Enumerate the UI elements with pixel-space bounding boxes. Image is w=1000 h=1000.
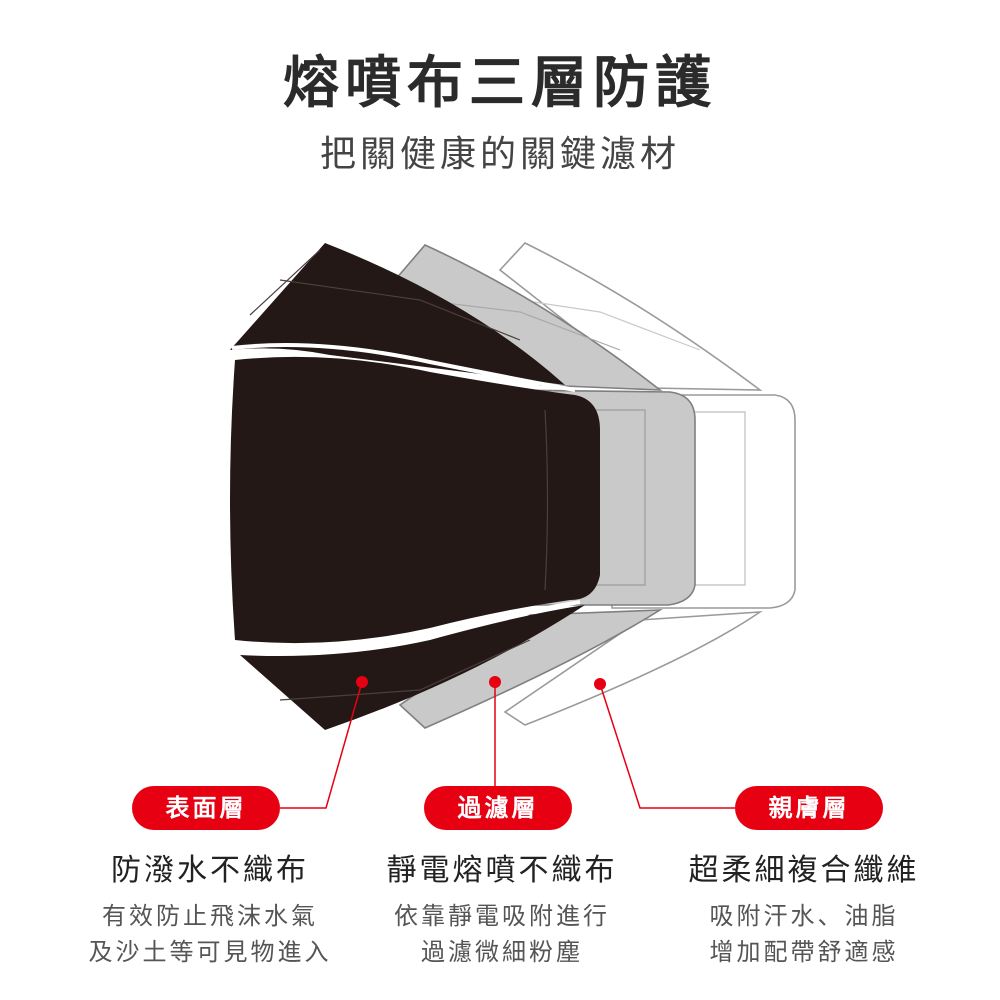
filter-layer-desc-line2: 過濾微細粉塵 xyxy=(421,938,583,966)
skin-layer-description: 吸附汗水、油脂 增加配帶舒適感 xyxy=(644,898,964,970)
skin-layer-heading: 超柔細複合纖維 xyxy=(688,853,920,888)
filter-layer-label: 過濾層 xyxy=(424,786,572,830)
leader-lines xyxy=(280,676,735,809)
outer-layer-desc-line2: 及沙土等可見物進入 xyxy=(88,938,332,966)
page-title: 熔噴布三層防護 xyxy=(283,51,717,116)
filter-layer-heading: 靜電熔噴不織布 xyxy=(386,853,618,888)
middle-layer-marker xyxy=(489,676,501,688)
filter-layer-desc-line1: 依靠靜電吸附進行 xyxy=(394,902,610,930)
outer-layer-label: 表面層 xyxy=(132,786,280,830)
outer-layer-shape xyxy=(230,243,600,730)
outer-layer-description: 有效防止飛沫水氣 及沙土等可見物進入 xyxy=(50,898,370,970)
outer-layer-desc-line1: 有效防止飛沫水氣 xyxy=(102,902,318,930)
inner-layer-marker xyxy=(594,678,606,690)
skin-layer-desc-line2: 增加配帶舒適感 xyxy=(709,938,899,966)
skin-layer-label: 親膚層 xyxy=(735,786,883,830)
outer-layer-marker xyxy=(356,676,368,688)
filter-layer-description: 依靠靜電吸附進行 過濾微細粉塵 xyxy=(342,898,662,970)
page-subtitle: 把關健康的關鍵濾材 xyxy=(319,134,680,175)
skin-layer-desc-line1: 吸附汗水、油脂 xyxy=(709,902,899,930)
outer-layer-heading: 防潑水不織布 xyxy=(111,853,309,888)
